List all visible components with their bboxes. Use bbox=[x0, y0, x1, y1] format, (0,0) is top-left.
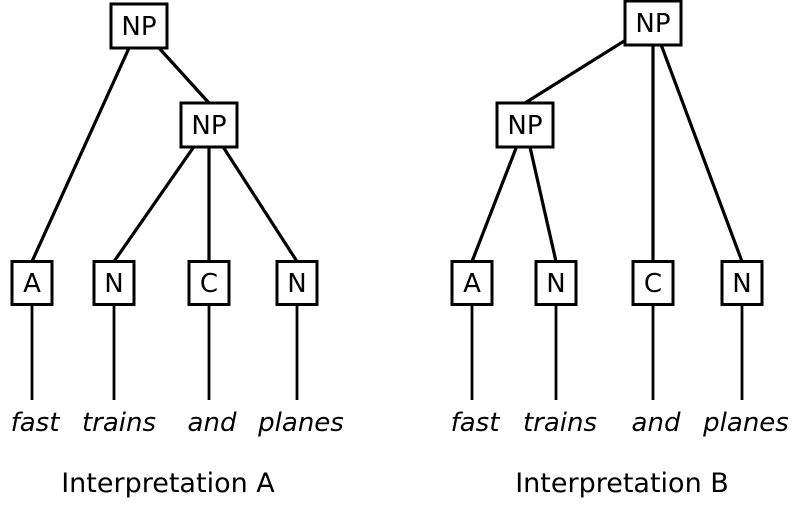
node-label: N bbox=[104, 269, 123, 299]
tree-caption: Interpretation A bbox=[61, 468, 275, 499]
node-label: NP bbox=[121, 12, 156, 42]
node-box-n bbox=[720, 260, 764, 306]
word: and bbox=[188, 408, 237, 438]
node-box-c bbox=[187, 260, 231, 306]
word: planes bbox=[257, 408, 344, 438]
tree-edge bbox=[30, 25, 141, 263]
node-box-n bbox=[92, 260, 136, 306]
node-label: N bbox=[546, 269, 565, 299]
tree-caption: Interpretation B bbox=[515, 468, 729, 499]
word: trains bbox=[82, 408, 156, 438]
node-label: N bbox=[287, 269, 306, 299]
node-box-np bbox=[179, 101, 239, 149]
word: planes bbox=[702, 408, 789, 438]
node-box-np bbox=[495, 101, 555, 149]
node-label: NP bbox=[507, 111, 542, 141]
node-box-a bbox=[10, 260, 54, 306]
node-label: NP bbox=[635, 9, 670, 39]
node-box-a bbox=[450, 260, 494, 306]
node-label: A bbox=[463, 269, 481, 299]
node-label: C bbox=[644, 269, 662, 299]
tree-edge bbox=[651, 22, 744, 263]
node-box-c bbox=[631, 260, 675, 306]
word: and bbox=[632, 408, 681, 438]
word: fast bbox=[451, 408, 501, 438]
node-box-np bbox=[109, 2, 169, 50]
node-label: NP bbox=[191, 111, 226, 141]
node-label: C bbox=[200, 269, 218, 299]
word: trains bbox=[523, 408, 597, 438]
node-label: A bbox=[23, 269, 41, 299]
node-box-n bbox=[534, 260, 578, 306]
node-label: N bbox=[732, 269, 751, 299]
node-box-n bbox=[275, 260, 319, 306]
word: fast bbox=[11, 408, 61, 438]
node-box-np bbox=[623, 0, 683, 47]
